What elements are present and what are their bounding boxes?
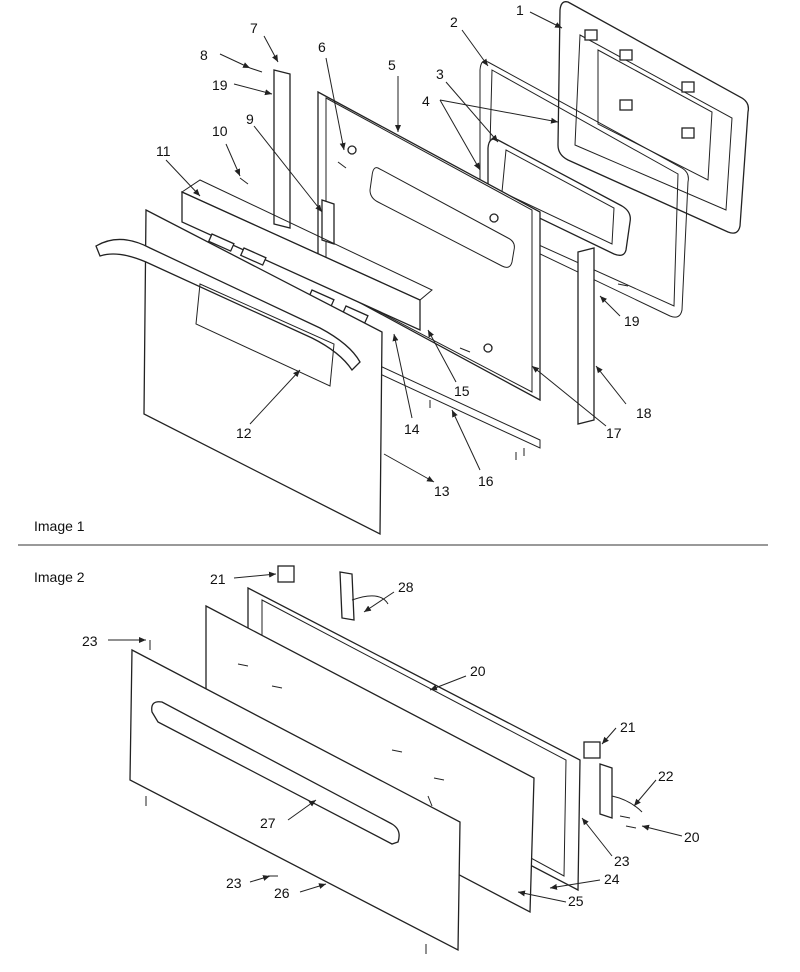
callout-26: 26 — [274, 885, 290, 901]
callout-13: 13 — [434, 483, 450, 499]
callout-24: 24 — [604, 871, 620, 887]
callout-28: 28 — [398, 579, 414, 595]
callout-23c: 23 — [226, 875, 242, 891]
callout-20b: 20 — [684, 829, 700, 845]
front-door-panel — [143, 208, 383, 536]
callout-7: 7 — [250, 20, 258, 36]
image-1-leaders — [165, 11, 627, 483]
callout-2: 2 — [450, 14, 458, 30]
callout-11: 11 — [156, 143, 171, 159]
image-2-drawing — [129, 565, 643, 954]
callout-21b: 21 — [620, 719, 636, 735]
image-2-leaders — [108, 571, 683, 903]
callout-5: 5 — [388, 57, 396, 73]
hinge-right — [599, 763, 613, 819]
callout-14: 14 — [404, 421, 420, 437]
hinge-top — [339, 571, 355, 621]
callout-23a: 23 — [82, 633, 98, 649]
door-handle — [95, 238, 361, 372]
callout-19a: 19 — [212, 77, 228, 93]
callout-10: 10 — [212, 123, 228, 139]
hinge-cap-top — [277, 565, 295, 583]
callout-16: 16 — [478, 473, 494, 489]
door-window — [487, 138, 631, 256]
callout-20a: 20 — [470, 663, 486, 679]
inner-window-opening — [369, 167, 515, 268]
callout-21a: 21 — [210, 571, 226, 587]
hinge-cap-right — [583, 741, 601, 759]
callout-6: 6 — [318, 39, 326, 55]
callout-8: 8 — [200, 47, 208, 63]
image-2-callouts: 20 20 21 21 22 23 23 23 24 25 26 27 28 I… — [34, 569, 700, 909]
callout-25: 25 — [568, 893, 584, 909]
callout-22: 22 — [658, 768, 674, 784]
front-door-panel-2 — [129, 648, 461, 952]
image-1-caption: Image 1 — [34, 518, 85, 534]
callout-19b: 19 — [624, 313, 640, 329]
hinge-rail-right — [577, 247, 595, 425]
image-1-callouts: 1 2 3 4 5 6 7 8 9 10 11 12 13 14 15 16 1… — [34, 2, 652, 534]
callout-17: 17 — [606, 425, 622, 441]
callout-15: 15 — [454, 383, 470, 399]
callout-27: 27 — [260, 815, 276, 831]
door-gasket — [479, 60, 689, 318]
hinge-rail-left — [273, 69, 291, 229]
callout-4: 4 — [422, 93, 430, 109]
door-handle-2 — [151, 701, 400, 845]
outer-door-panel — [557, 1, 750, 234]
image-1-drawing — [95, 1, 750, 536]
callout-18: 18 — [636, 405, 652, 421]
callout-9: 9 — [246, 111, 254, 127]
callout-12: 12 — [236, 425, 252, 441]
callout-3: 3 — [436, 66, 444, 82]
callout-1: 1 — [516, 2, 524, 18]
image-2-caption: Image 2 — [34, 569, 85, 585]
callout-23b: 23 — [614, 853, 630, 869]
